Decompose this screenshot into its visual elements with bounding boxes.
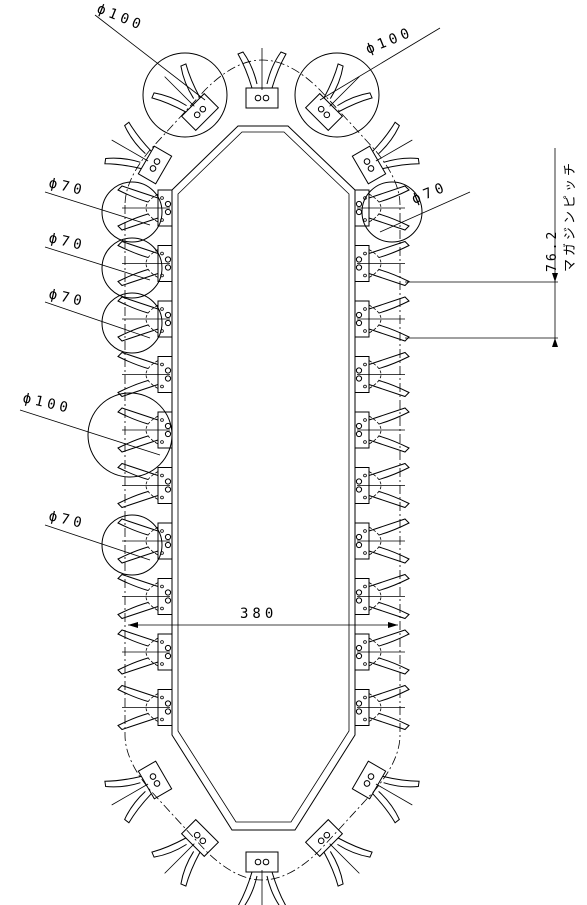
magazine-body-inner (177, 131, 350, 823)
tool-circle-left-3 (101, 292, 163, 354)
pot-holder (117, 684, 173, 731)
pot-holder (117, 407, 173, 453)
pot-holder (354, 351, 410, 398)
tool-circle-left-4 (87, 392, 173, 478)
pot-holder (117, 462, 173, 509)
pitch-dimension: 76.2 マガジンピッチ (405, 148, 578, 347)
tool-circle-left-1 (101, 181, 163, 243)
width-dimension-label: 380 (240, 606, 277, 622)
pot-label-top-left: ϕ100 (95, 1, 147, 34)
pot-holder (354, 629, 410, 675)
pot-label-left-3: ϕ70 (47, 286, 87, 310)
pot-holder (354, 185, 410, 231)
magazine-body (171, 125, 356, 831)
corner-pot-holder (351, 121, 420, 185)
tool-circle-top-left (142, 52, 228, 138)
corner-pot-holder (104, 121, 173, 185)
pot-holder (354, 407, 410, 453)
pot-label-left-1: ϕ70 (47, 175, 87, 199)
pot-holder (354, 684, 410, 731)
pot-holder (354, 240, 410, 287)
pot-holder (354, 462, 410, 509)
corner-pot-holder (151, 818, 220, 887)
pot-holder (354, 518, 410, 564)
corner-pot-holder (237, 48, 287, 109)
pitch-name-label: マガジンピッチ (563, 160, 578, 272)
corner-pot-holder (151, 63, 220, 132)
corner-pot-holder (304, 63, 373, 132)
pot-label-top-right: ϕ100 (364, 24, 416, 57)
pot-label-left-2: ϕ70 (47, 230, 87, 254)
corner-pot-holder (104, 760, 173, 824)
pot-holder (117, 296, 173, 342)
pot-holder (117, 240, 173, 287)
pot-label-left-5: ϕ70 (47, 508, 87, 532)
corner-pot-holder (237, 851, 287, 905)
leader-lines (19, 14, 471, 561)
chain-pitch-line (124, 59, 401, 881)
tool-circle-left-2 (101, 237, 163, 299)
tool-circle-top-right (294, 52, 380, 138)
pot-holder (117, 518, 173, 564)
tool-circle-left-5 (101, 514, 163, 576)
pitch-value-label: 76.2 (545, 229, 560, 272)
left-pot-holders (117, 185, 173, 731)
pot-holder (117, 573, 173, 620)
pot-holder (354, 573, 410, 620)
pot-holder (117, 351, 173, 398)
right-pot-holders (354, 185, 410, 731)
corner-pot-holder (304, 818, 373, 887)
pot-holder (354, 296, 410, 342)
corner-pot-holders (104, 48, 420, 905)
pot-holder (117, 629, 173, 675)
corner-pot-holder (351, 760, 420, 824)
tool-circle-right-1 (361, 181, 423, 243)
width-dimension: 380 (128, 606, 398, 628)
